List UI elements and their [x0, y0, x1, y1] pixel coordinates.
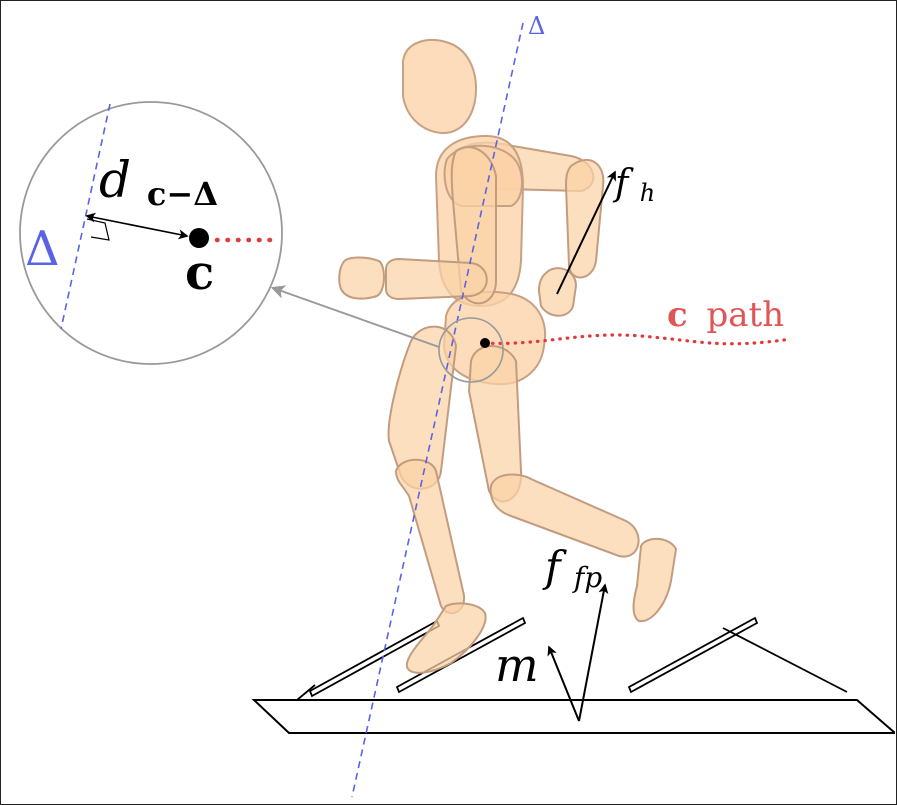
front-hand	[338, 256, 385, 300]
front-shin	[394, 458, 466, 615]
hand-force-subscript: h	[640, 179, 655, 207]
front-foot	[405, 602, 487, 674]
inset-com-label: c	[185, 245, 214, 301]
plate-support-line	[722, 627, 848, 693]
com-highlight-circle	[438, 317, 504, 383]
vertical-axis-line	[351, 22, 524, 798]
runner-mannequin	[338, 39, 678, 674]
inset-magnifier: Δ d c−Δ c	[19, 101, 283, 365]
distance-label: d c−Δ	[99, 151, 218, 213]
foot-force-arrow	[578, 583, 609, 722]
foot-plate-2	[395, 616, 527, 694]
com-point	[480, 338, 490, 348]
distance-symbol: d	[99, 151, 131, 209]
distance-arrow	[85, 212, 189, 240]
inset-axis-line	[60, 103, 111, 330]
hand-force-arrow	[556, 170, 616, 295]
inset-com-point	[189, 228, 209, 248]
treadmill	[251, 616, 895, 734]
axis-label-top: Δ	[528, 12, 545, 40]
com-path-label: c path	[667, 295, 784, 335]
moment-arrow	[547, 645, 580, 722]
back-forearm	[564, 159, 605, 279]
foot-force-subscript: fp	[572, 561, 602, 594]
foot-force-symbol: f	[542, 542, 567, 591]
head	[402, 39, 477, 135]
foot-plate-3	[627, 616, 759, 694]
inset-pointer-arrow	[270, 285, 440, 348]
hand-force-label: f h	[612, 163, 655, 207]
com-path-symbol: c	[667, 295, 688, 335]
back-foot	[632, 537, 678, 623]
com-path	[483, 333, 793, 346]
back-shin	[489, 473, 640, 558]
moment-label: m	[495, 638, 539, 692]
foot-force-label: f fp	[542, 542, 602, 594]
hand-force-symbol: f	[612, 163, 634, 204]
distance-subscript: c−Δ	[147, 175, 218, 213]
treadmill-platform	[251, 699, 895, 734]
com-path-word: path	[707, 295, 785, 335]
front-forearm	[385, 257, 488, 301]
inset-axis-label: Δ	[25, 221, 60, 277]
